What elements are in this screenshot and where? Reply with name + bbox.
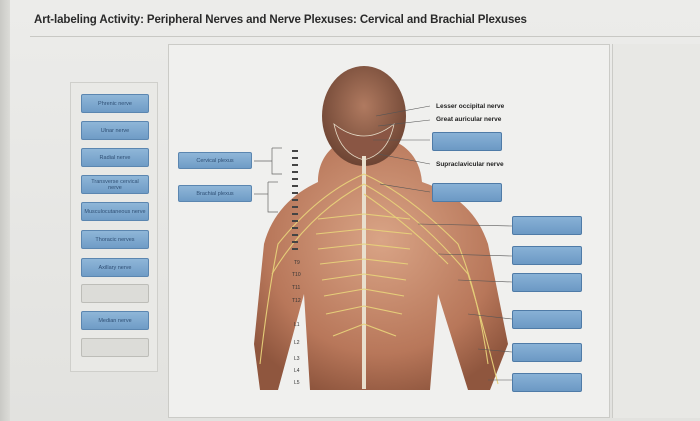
drop-target-8[interactable] (512, 373, 582, 392)
bank-label-musculocutaneous[interactable]: Musculocutaneous nerve (81, 202, 149, 221)
vertebra-t10: T10 (292, 272, 301, 278)
torso-shape (254, 140, 508, 390)
drop-target-2[interactable] (432, 183, 502, 202)
title-divider (30, 36, 700, 37)
supraclavicular-label: Supraclavicular nerve (436, 161, 504, 168)
anatomy-figure (254, 66, 513, 390)
drop-target-5[interactable] (512, 273, 582, 292)
drop-target-1[interactable] (432, 132, 502, 151)
vertebra-t12: T12 (292, 298, 301, 304)
plexus-brackets (254, 147, 282, 213)
vertebra-l3: L3 (294, 356, 300, 362)
drop-target-7[interactable] (512, 343, 582, 362)
bank-label-radial[interactable]: Radial nerve (81, 148, 149, 167)
vertebra-t11: T11 (292, 285, 301, 291)
bank-empty-slot (81, 284, 149, 303)
bank-label-axillary[interactable]: Axillary nerve (81, 258, 149, 277)
drop-target-6[interactable] (512, 310, 582, 329)
bank-label-ulnar[interactable]: Ulnar nerve (81, 121, 149, 140)
lesser-occipital-label: Lesser occipital nerve (436, 103, 505, 110)
occipital-detail (333, 123, 395, 161)
page-title: Art-labeling Activity: Peripheral Nerves… (34, 14, 527, 26)
drop-target-3[interactable] (512, 216, 582, 235)
cervical-plexus-label[interactable]: Cervical plexus (178, 152, 252, 169)
bank-empty-slot (81, 338, 149, 357)
bank-label-phrenic[interactable]: Phrenic nerve (81, 94, 149, 113)
right-margin (612, 44, 700, 418)
vertebra-l4: L4 (294, 368, 300, 374)
bank-label-thoracic[interactable]: Thoracic nerves (81, 230, 149, 249)
bank-label-median[interactable]: Median nerve (81, 311, 149, 330)
drop-target-4[interactable] (512, 246, 582, 265)
vertebra-l5: L5 (294, 380, 300, 386)
vertebra-markers (292, 150, 298, 250)
brachial-plexus-label[interactable]: Brachial plexus (178, 185, 252, 202)
leader-lines (373, 105, 513, 381)
great-auricular-label: Great auricular nerve (436, 116, 502, 123)
left-border (0, 0, 10, 421)
bank-label-transverse-cervical[interactable]: Transverse cervical nerve (81, 175, 149, 194)
vertebra-l1: L1 (294, 322, 300, 328)
nerve-branches (259, 173, 499, 385)
vertebra-t9: T9 (294, 260, 300, 266)
vertebra-l2: L2 (294, 340, 300, 346)
